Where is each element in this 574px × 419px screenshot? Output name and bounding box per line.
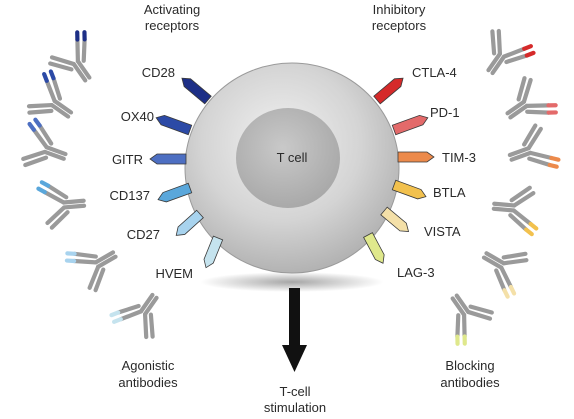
blocking-antibody-3 [507,123,561,169]
t-cell-nucleus [236,108,340,208]
inhibitory-receptor-lag-3 [363,232,385,264]
inhibitory-heading-line2: receptors [372,18,427,33]
agonistic-antibody-1 [48,30,92,83]
receptor-label: GITR [112,152,143,167]
receptor-label: HVEM [155,266,193,281]
blocking-antibody-2 [505,76,558,120]
agonistic-heading-line2: antibodies [118,375,178,390]
stimulation-arrow [282,288,307,372]
inhibitory-receptor-pd-1 [391,114,429,136]
agonistic-antibody-5 [64,250,118,293]
activating-heading-line1: Activating [144,2,200,17]
blocking-antibody-1 [486,28,536,76]
receptor-label: CD28 [142,65,175,80]
agonistic-antibody-6 [109,292,159,340]
receptor-shape [203,235,224,269]
antibody-group [21,28,561,346]
receptor-label: TIM-3 [442,150,476,165]
receptor-label: CTLA-4 [412,65,457,80]
receptor-label: CD137 [110,188,150,203]
inhibitory-receptor-ctla-4 [373,77,404,105]
receptor-label: VISTA [424,224,461,239]
agonistic-antibody-2 [26,69,74,119]
receptor-label: CD27 [127,227,160,242]
receptor-shape [155,114,193,136]
stimulation-heading-line1: T-cell [279,384,310,399]
receptor-shape [391,179,427,200]
receptor-shape [149,153,187,165]
receptor-label: BTLA [433,185,466,200]
activating-receptor-hvem [203,235,224,269]
receptor-shape [373,77,404,105]
agonistic-antibody-3 [21,117,68,168]
receptor-shape [181,77,212,105]
activating-receptor-cd137 [157,182,193,203]
inhibitory-heading-line1: Inhibitory [373,2,426,17]
receptor-shape [391,114,429,136]
inhibitory-receptor-tim-3 [397,151,435,163]
cell-shadow [200,272,384,292]
inhibitory-receptor-vista [380,206,410,233]
blocking-antibody-6 [450,293,494,346]
blocking-antibody-5 [481,251,529,299]
blocking-antibody-4 [491,185,539,237]
agonistic-heading-line1: Agonistic [122,358,175,373]
activating-receptor-cd27 [175,209,204,236]
cell-label: T cell [277,150,308,165]
receptor-label: OX40 [121,109,154,124]
receptor-shape [157,182,193,203]
inhibitory-receptor-btla [391,179,427,200]
activating-heading-line2: receptors [145,18,200,33]
stimulation-heading-line2: stimulation [264,400,326,415]
receptor-shape [363,232,385,264]
receptor-shape [380,206,410,233]
activating-receptor-cd28 [181,77,212,105]
receptor-label: LAG-3 [397,265,435,280]
blocking-heading-line2: antibodies [440,375,500,390]
activating-receptor-gitr [149,153,187,165]
activating-receptor-ox40 [155,114,193,136]
receptor-shape [397,151,435,163]
blocking-heading-line1: Blocking [445,358,494,373]
agonistic-antibody-4 [36,180,87,230]
receptor-shape [175,209,204,236]
receptor-label: PD-1 [430,105,460,120]
